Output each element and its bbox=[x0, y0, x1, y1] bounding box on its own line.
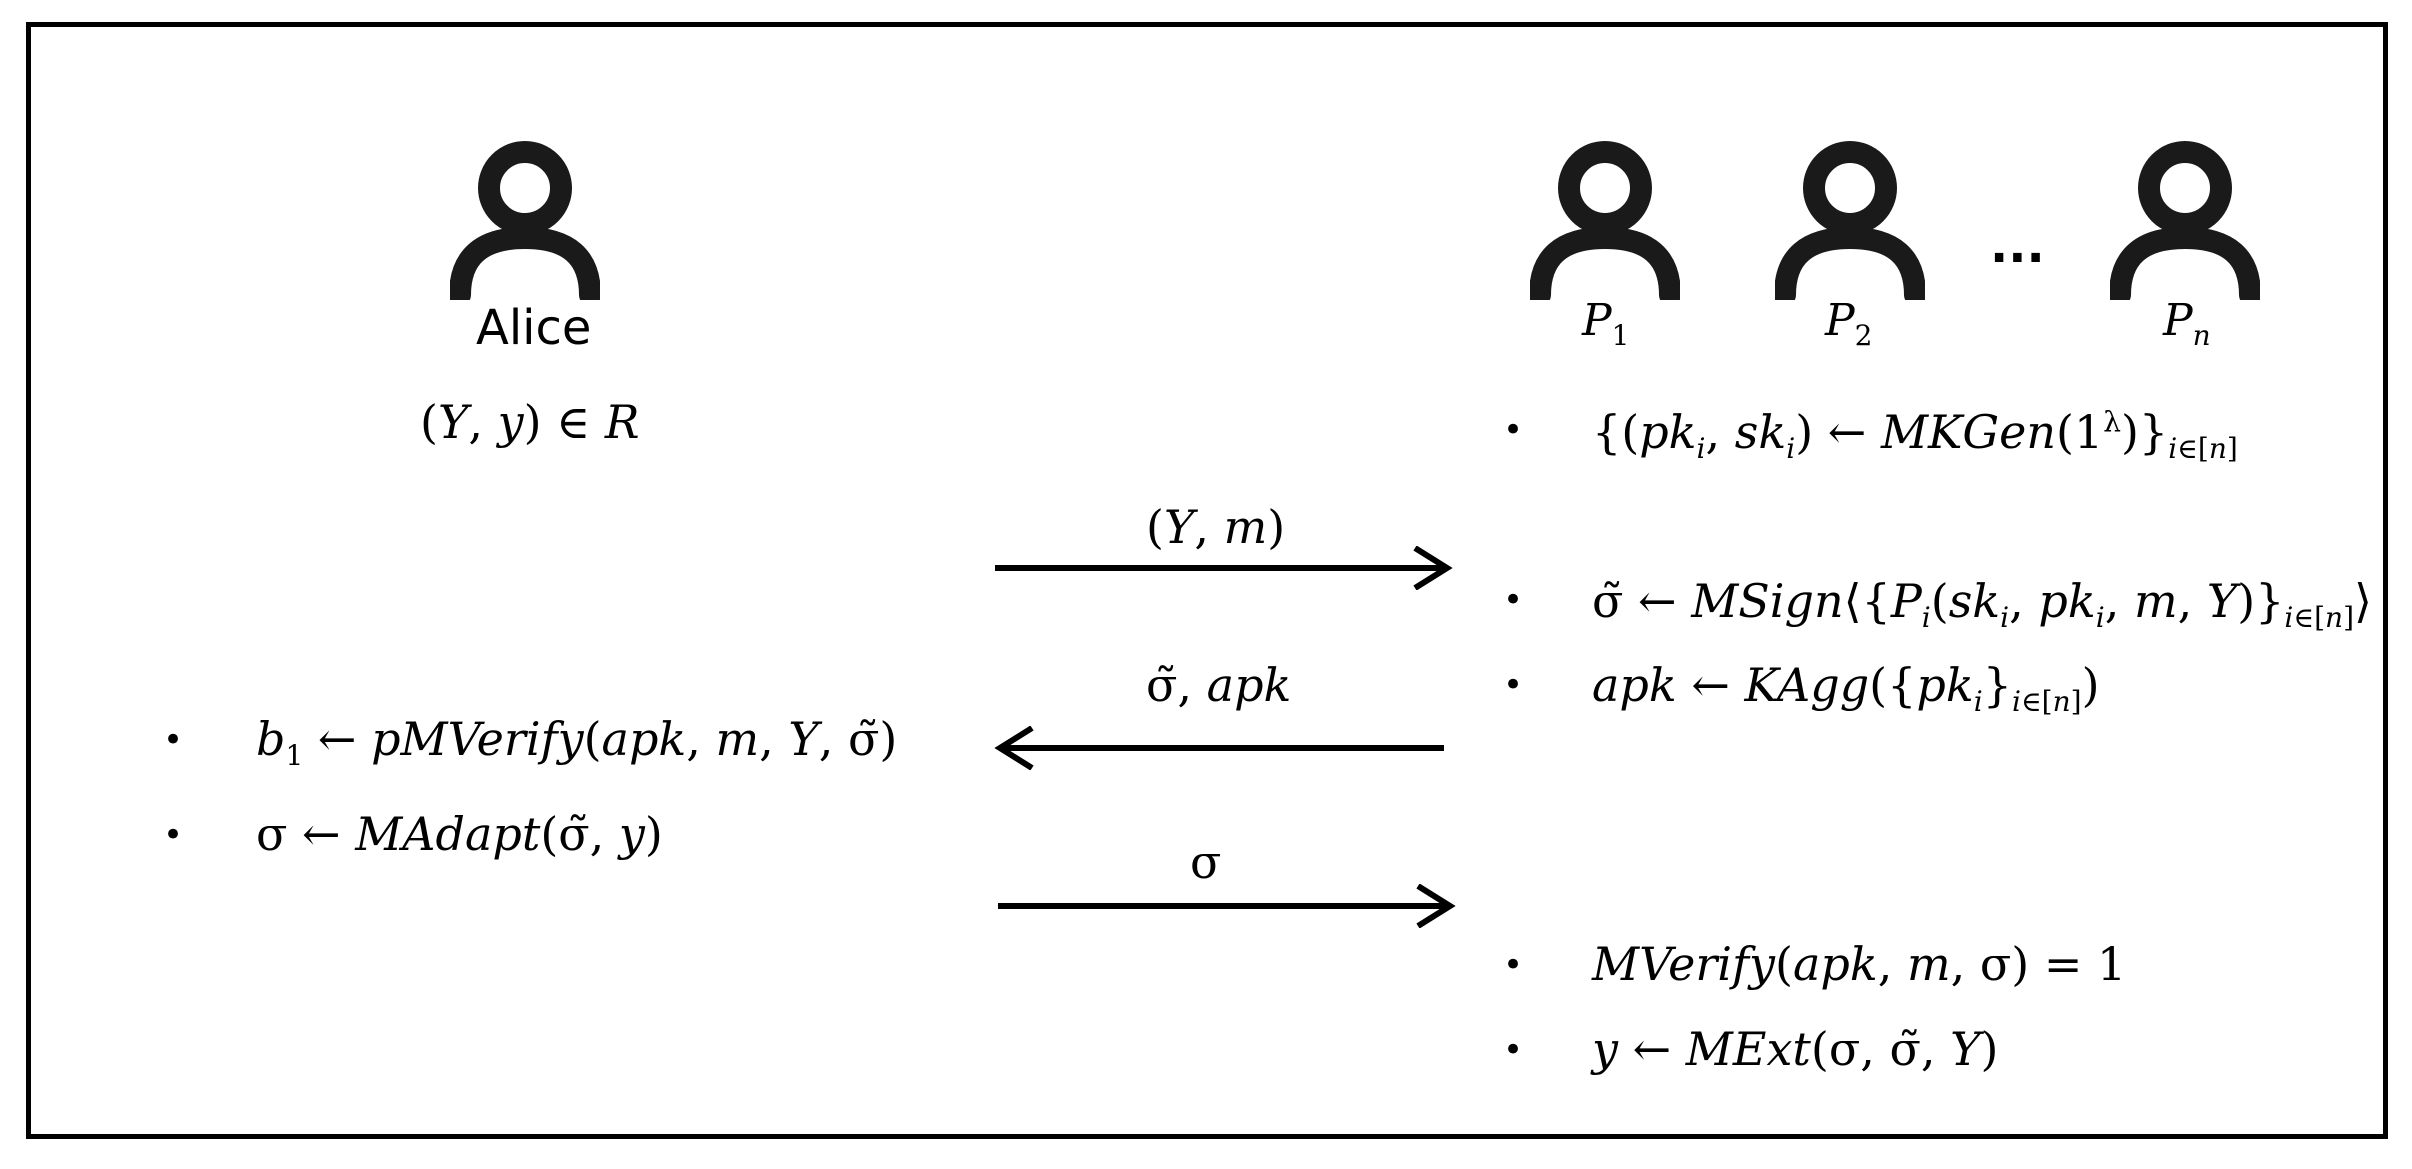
verifier-step-mverify: MVerify(apk, m, σ) = 1 bbox=[1592, 937, 2127, 991]
signer-label-n: Pn bbox=[2163, 295, 2211, 352]
signer-ellipsis: ... bbox=[1990, 218, 2045, 274]
alice-name: Alice bbox=[476, 300, 592, 356]
signer-label-1: P1 bbox=[1582, 295, 1630, 352]
bullet: • bbox=[1503, 410, 1524, 450]
signer-step-kagg: apk ← KAgg({pki}i∈[n]) bbox=[1592, 658, 2100, 719]
message-label-2: σ̃, apk bbox=[1146, 658, 1292, 712]
bullet: • bbox=[1503, 1030, 1524, 1070]
message-label-3: σ bbox=[1190, 835, 1222, 889]
bullet: • bbox=[163, 815, 184, 855]
signer-label-2: P2 bbox=[1825, 295, 1873, 352]
alice-step-madapt: σ ← MAdapt(σ̃, y) bbox=[256, 807, 663, 861]
bullet: • bbox=[1503, 580, 1524, 620]
signer-step-keygen: {(pki, ski) ← MKGen(1λ)}i∈[n] bbox=[1592, 405, 2238, 466]
alice-relation: (Y, y) ∈ R bbox=[420, 395, 640, 449]
alice-step-pmverify: b1 ← pMVerify(apk, m, Y, σ̃) bbox=[256, 712, 898, 773]
verifier-step-mext: y ← MExt(σ, σ̃, Y) bbox=[1592, 1022, 1999, 1076]
person-icon bbox=[450, 141, 600, 300]
person-icon bbox=[2110, 141, 2260, 300]
arrow-right bbox=[995, 546, 1453, 590]
diagram-frame bbox=[26, 22, 2388, 1139]
bullet: • bbox=[1503, 665, 1524, 705]
message-label-1: (Y, m) bbox=[1146, 500, 1286, 554]
arrow-right bbox=[998, 884, 1456, 928]
arrow-left bbox=[994, 726, 1444, 770]
person-icon bbox=[1530, 141, 1680, 300]
bullet: • bbox=[163, 720, 184, 760]
signer-step-msign: σ̃ ← MSign⟨{Pi(ski, pki, m, Y)}i∈[n]⟩ bbox=[1592, 574, 2372, 635]
person-icon bbox=[1775, 141, 1925, 300]
bullet: • bbox=[1503, 945, 1524, 985]
